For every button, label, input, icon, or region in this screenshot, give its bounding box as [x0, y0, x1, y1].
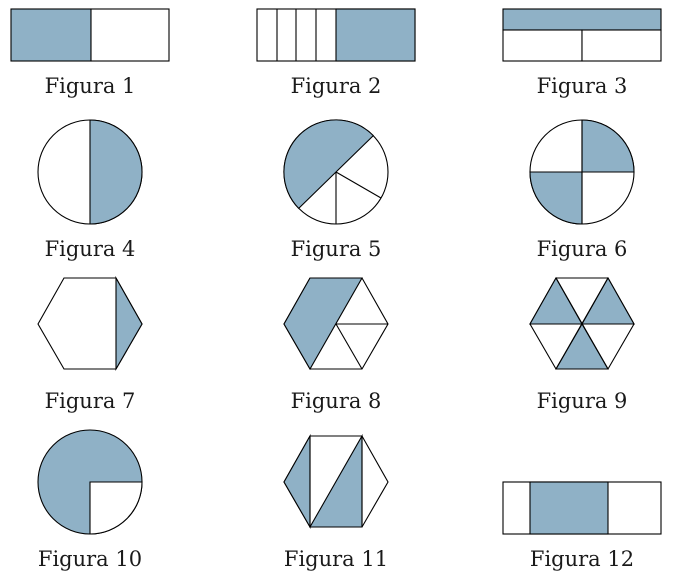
figure-4: Figura 4: [37, 119, 143, 261]
figure-6-caption: Figura 6: [537, 237, 628, 261]
figure-6: Figura 6: [529, 119, 635, 261]
figure-8-shaded-part: [283, 277, 363, 371]
figure-12-shaded-part: [529, 481, 609, 535]
figure-10-caption: Figura 10: [38, 547, 142, 571]
figure-11-caption: Figura 11: [284, 547, 388, 571]
figure-1-white-part: [90, 8, 170, 62]
figure-11: Figura 11: [283, 433, 389, 571]
figure-5-shaded-half: [283, 119, 375, 210]
figure-1-shaded-part: [10, 8, 92, 62]
figure-1-caption: Figura 1: [45, 74, 136, 98]
figure-5-divider: [335, 171, 382, 199]
figure-3-white-part: [502, 29, 583, 62]
figure-6-shaded-quarter: [529, 171, 583, 225]
figure-11-shaded-triangle: [283, 433, 311, 530]
figure-10-white-quarter: [89, 481, 143, 535]
figure-2: Figura 2: [256, 8, 416, 98]
figure-1: Figura 1: [10, 8, 170, 98]
figure-9: Figura 9: [529, 276, 635, 413]
figure-9-divider: [555, 277, 609, 370]
figure-3-caption: Figura 3: [537, 74, 628, 98]
figure-4-shaded-half: [89, 119, 143, 225]
figure-8: Figura 8: [283, 277, 389, 413]
figure-7: Figura 7: [37, 275, 143, 413]
figure-3-shaded-part: [502, 8, 662, 31]
figure-5: Figura 5: [283, 119, 389, 261]
figure-8-caption: Figura 8: [291, 389, 382, 413]
figure-6-shaded-quarter: [581, 119, 635, 173]
figure-12: Figura 12: [502, 481, 662, 571]
figure-5-caption: Figura 5: [291, 237, 382, 261]
figure-4-caption: Figura 4: [45, 237, 136, 261]
figure-10: Figura 10: [37, 429, 143, 571]
figure-9-caption: Figura 9: [537, 389, 628, 413]
figure-8-divider: [335, 323, 363, 370]
figure-7-shaded-triangle: [115, 275, 143, 372]
figure-7-caption: Figura 7: [45, 389, 136, 413]
figure-12-caption: Figura 12: [530, 547, 634, 571]
figure-2-caption: Figura 2: [291, 74, 382, 98]
figure-2-shaded-part: [335, 8, 416, 62]
figure-3-white-part: [581, 29, 662, 62]
figure-3: Figura 3: [502, 8, 662, 98]
